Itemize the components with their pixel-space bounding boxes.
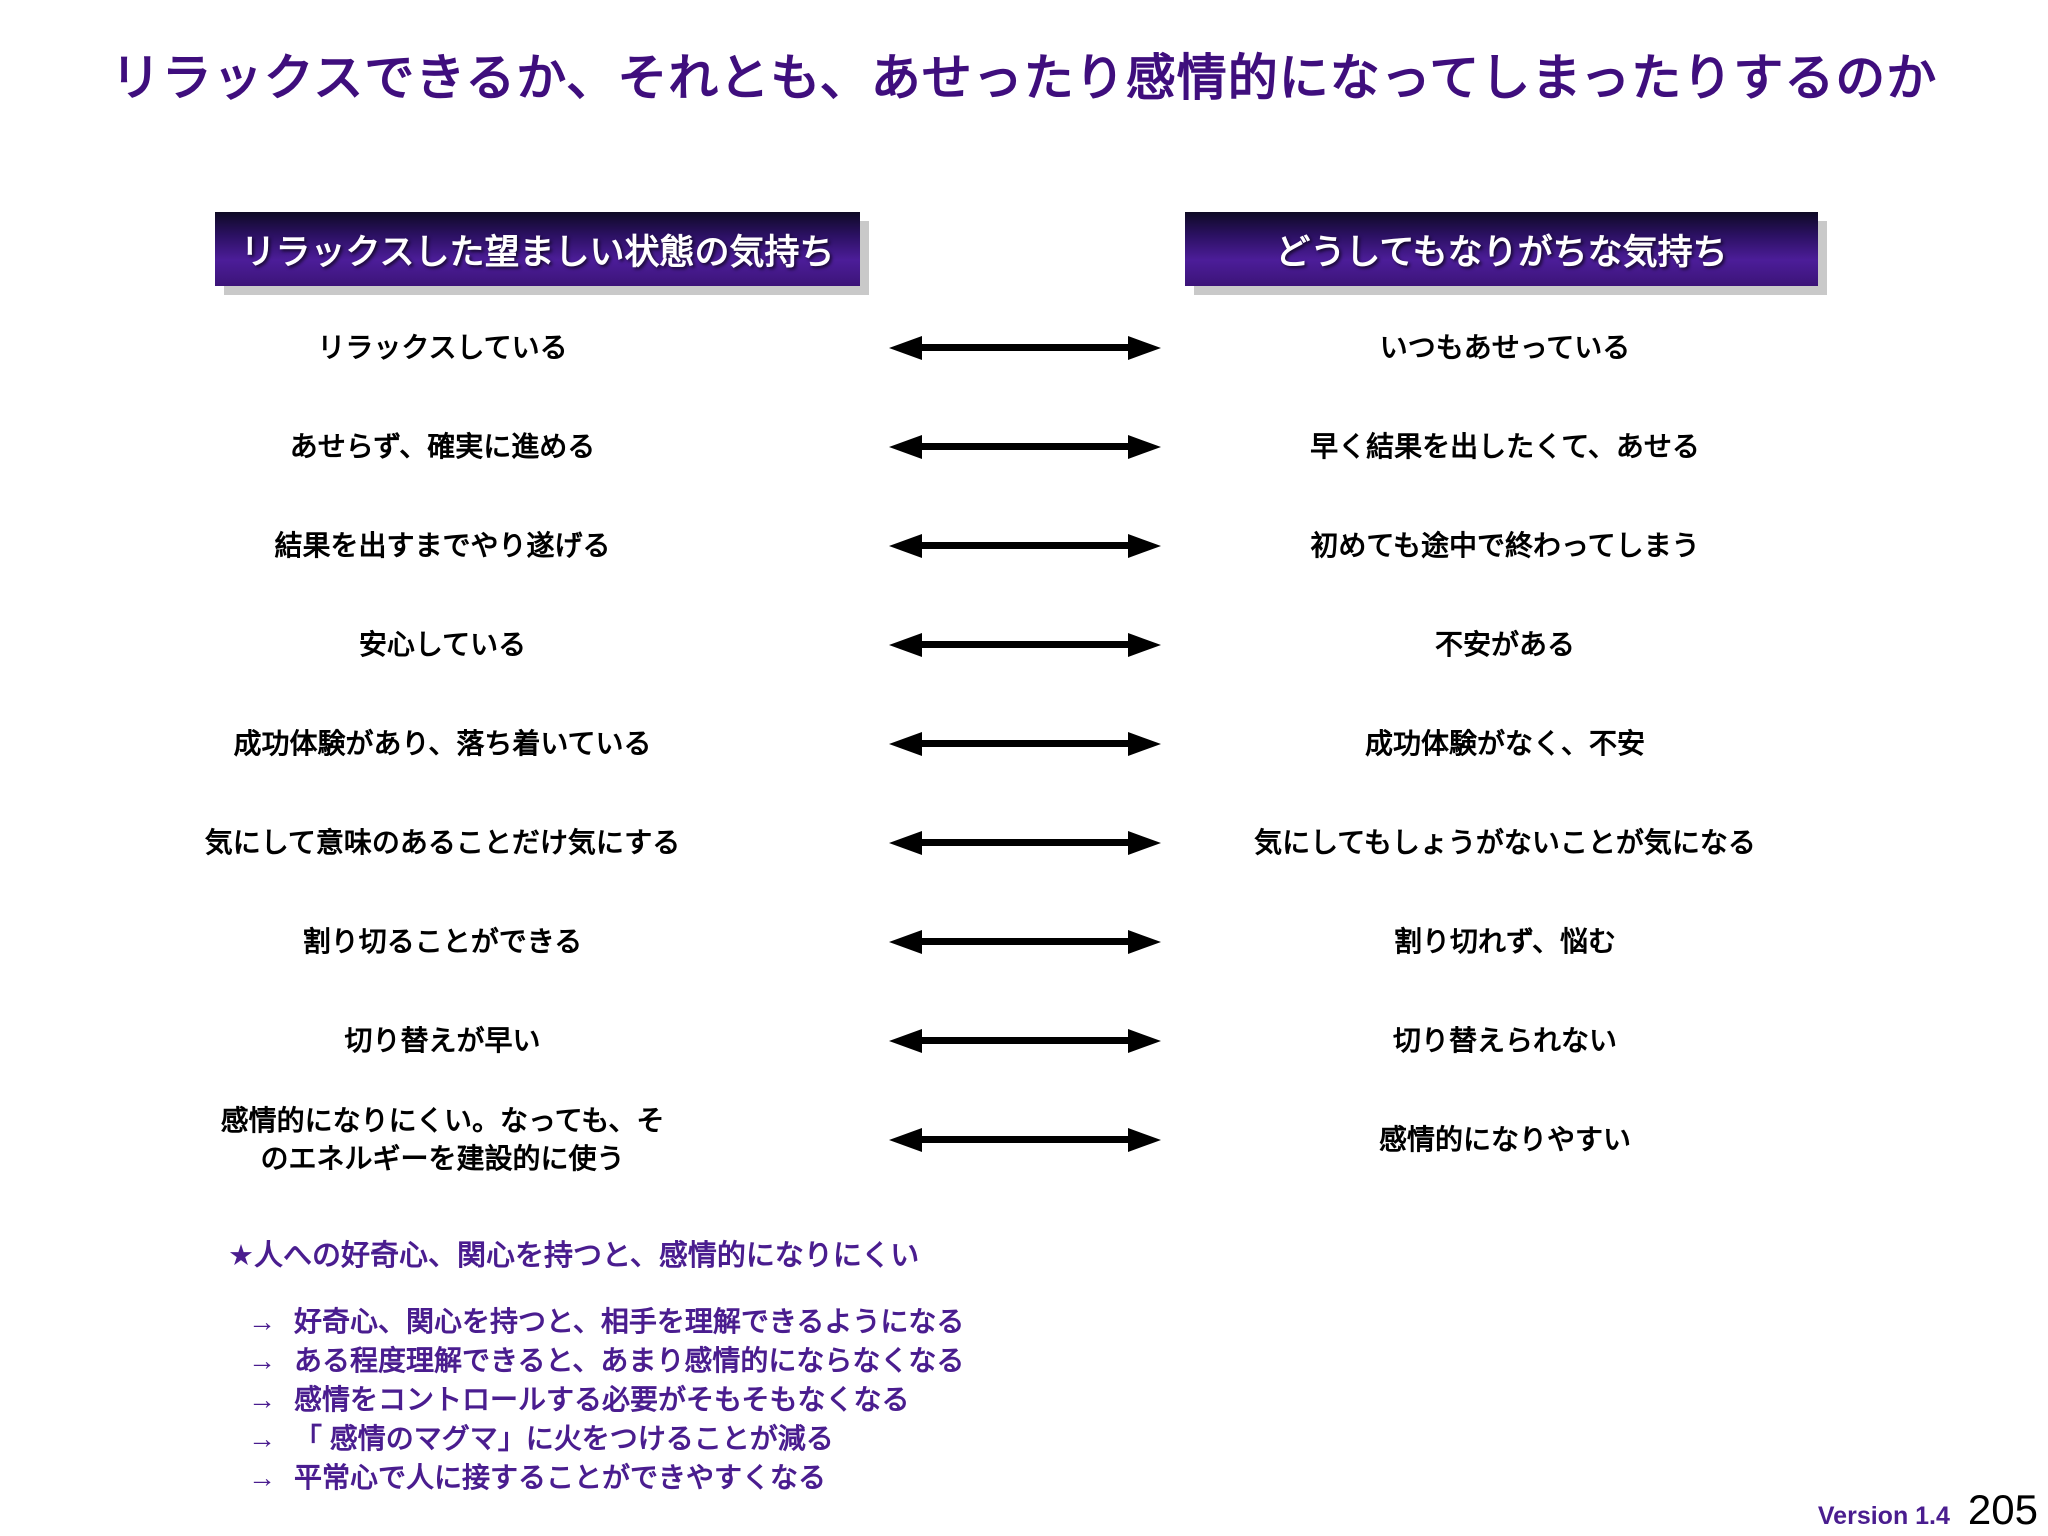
- right-arrow-icon: →: [248, 1345, 276, 1376]
- desired-feeling-text: 切り替えが早い: [344, 1024, 541, 1056]
- note-section: ★人への好奇心、関心を持つと、感情的になりにくい → 好奇心、関心を持つと、相手…: [228, 1232, 964, 1497]
- table-row: 成功体験があり、落ち着いている 成功体験がなく、不安: [0, 694, 2048, 793]
- table-row: 切り替えが早い 切り替えられない: [0, 991, 2048, 1090]
- note-items: → 好奇心、関心を持つと、相手を理解できるようになる → ある程度理解できると、…: [228, 1302, 964, 1497]
- table-row: 感情的になりにくい。なっても、そ のエネルギーを建設的に使う 感情的になりやすい: [0, 1090, 2048, 1189]
- desired-feeling-text: 安心している: [358, 628, 527, 660]
- double-arrow-icon: [889, 335, 1161, 361]
- double-arrow-icon: [889, 830, 1161, 856]
- double-arrow-icon: [889, 533, 1161, 559]
- desired-feeling-text: 成功体験があり、落ち着いている: [233, 727, 652, 759]
- double-arrow-icon: [889, 1028, 1161, 1054]
- double-arrow-icon: [889, 434, 1161, 460]
- tendency-feeling-text: 切り替えられない: [1392, 1024, 1617, 1056]
- table-row: あせらず、確実に進める 早く結果を出したくて、あせる: [0, 397, 2048, 496]
- note-item-text: 「 感情のマグマ」に火をつけることが減る: [294, 1423, 834, 1454]
- slide-footer: Version 1.4 205: [1818, 1486, 2038, 1534]
- note-item: → 感情をコントロールする必要がそもそもなくなる: [228, 1380, 964, 1419]
- note-item-text: 平常心で人に接することができやすくなる: [294, 1462, 827, 1493]
- comparison-table: リラックスしている いつもあせっている あせらず、確実に進める 早く結果を出した…: [0, 298, 2048, 1189]
- desired-feeling-text: 結果を出すまでやり遂げる: [274, 529, 611, 561]
- right-arrow-icon: →: [248, 1423, 276, 1454]
- note-item: → ある程度理解できると、あまり感情的にならなくなる: [228, 1341, 964, 1380]
- desired-feeling-text: 割り切ることができる: [302, 925, 583, 957]
- tendency-feeling-text: 成功体験がなく、不安: [1364, 727, 1645, 759]
- double-arrow-icon: [889, 731, 1161, 757]
- table-row: 割り切ることができる 割り切れず、悩む: [0, 892, 2048, 991]
- double-arrow-icon: [889, 1127, 1161, 1153]
- note-item: → 平常心で人に接することができやすくなる: [228, 1458, 964, 1497]
- note-item: → 「 感情のマグマ」に火をつけることが減る: [228, 1419, 964, 1458]
- note-star-heading: ★人への好奇心、関心を持つと、感情的になりにくい: [228, 1240, 920, 1272]
- tendency-feeling-text: 早く結果を出したくて、あせる: [1310, 430, 1700, 462]
- desired-feeling-text: 気にして意味のあることだけ気にする: [204, 826, 681, 858]
- table-row: 気にして意味のあることだけ気にする 気にしてもしょうがないことが気になる: [0, 793, 2048, 892]
- desired-feeling-text: あせらず、確実に進める: [289, 430, 596, 462]
- desired-feeling-text: 感情的になりにくい。なっても、そ のエネルギーを建設的に使う: [220, 1104, 665, 1174]
- right-arrow-icon: →: [248, 1306, 276, 1337]
- tendency-feeling-text: 気にしてもしょうがないことが気になる: [1254, 826, 1756, 858]
- tendency-feeling-text: いつもあせっている: [1379, 331, 1631, 363]
- tendency-feeling-text: 不安がある: [1434, 628, 1575, 660]
- note-item: → 好奇心、関心を持つと、相手を理解できるようになる: [228, 1302, 964, 1341]
- double-arrow-icon: [889, 929, 1161, 955]
- note-item-text: ある程度理解できると、あまり感情的にならなくなる: [294, 1345, 965, 1376]
- table-row: リラックスしている いつもあせっている: [0, 298, 2048, 397]
- tendency-feeling-text: 感情的になりやすい: [1378, 1123, 1631, 1155]
- page-title: リラックスできるか、それとも、あせったり感情的になってしまったりするのか: [110, 50, 1938, 106]
- page-number: 205: [1967, 1486, 2038, 1533]
- tendency-feeling-text: 初めても途中で終わってしまう: [1310, 529, 1700, 561]
- double-arrow-icon: [889, 632, 1161, 658]
- table-row: 安心している 不安がある: [0, 595, 2048, 694]
- desired-feeling-text: リラックスしている: [317, 331, 568, 363]
- header-desired-state: リラックスした望ましい状態の気持ち: [215, 212, 860, 286]
- tendency-feeling-text: 割り切れず、悩む: [1393, 925, 1617, 957]
- right-arrow-icon: →: [248, 1384, 276, 1415]
- note-item-text: 感情をコントロールする必要がそもそもなくなる: [294, 1384, 910, 1415]
- version-label: Version 1.4: [1817, 1502, 1950, 1530]
- table-row: 結果を出すまでやり遂げる 初めても途中で終わってしまう: [0, 496, 2048, 595]
- note-item-text: 好奇心、関心を持つと、相手を理解できるようになる: [294, 1306, 965, 1337]
- header-tendency-state: どうしてもなりがちな気持ち: [1185, 212, 1818, 286]
- right-arrow-icon: →: [248, 1462, 276, 1493]
